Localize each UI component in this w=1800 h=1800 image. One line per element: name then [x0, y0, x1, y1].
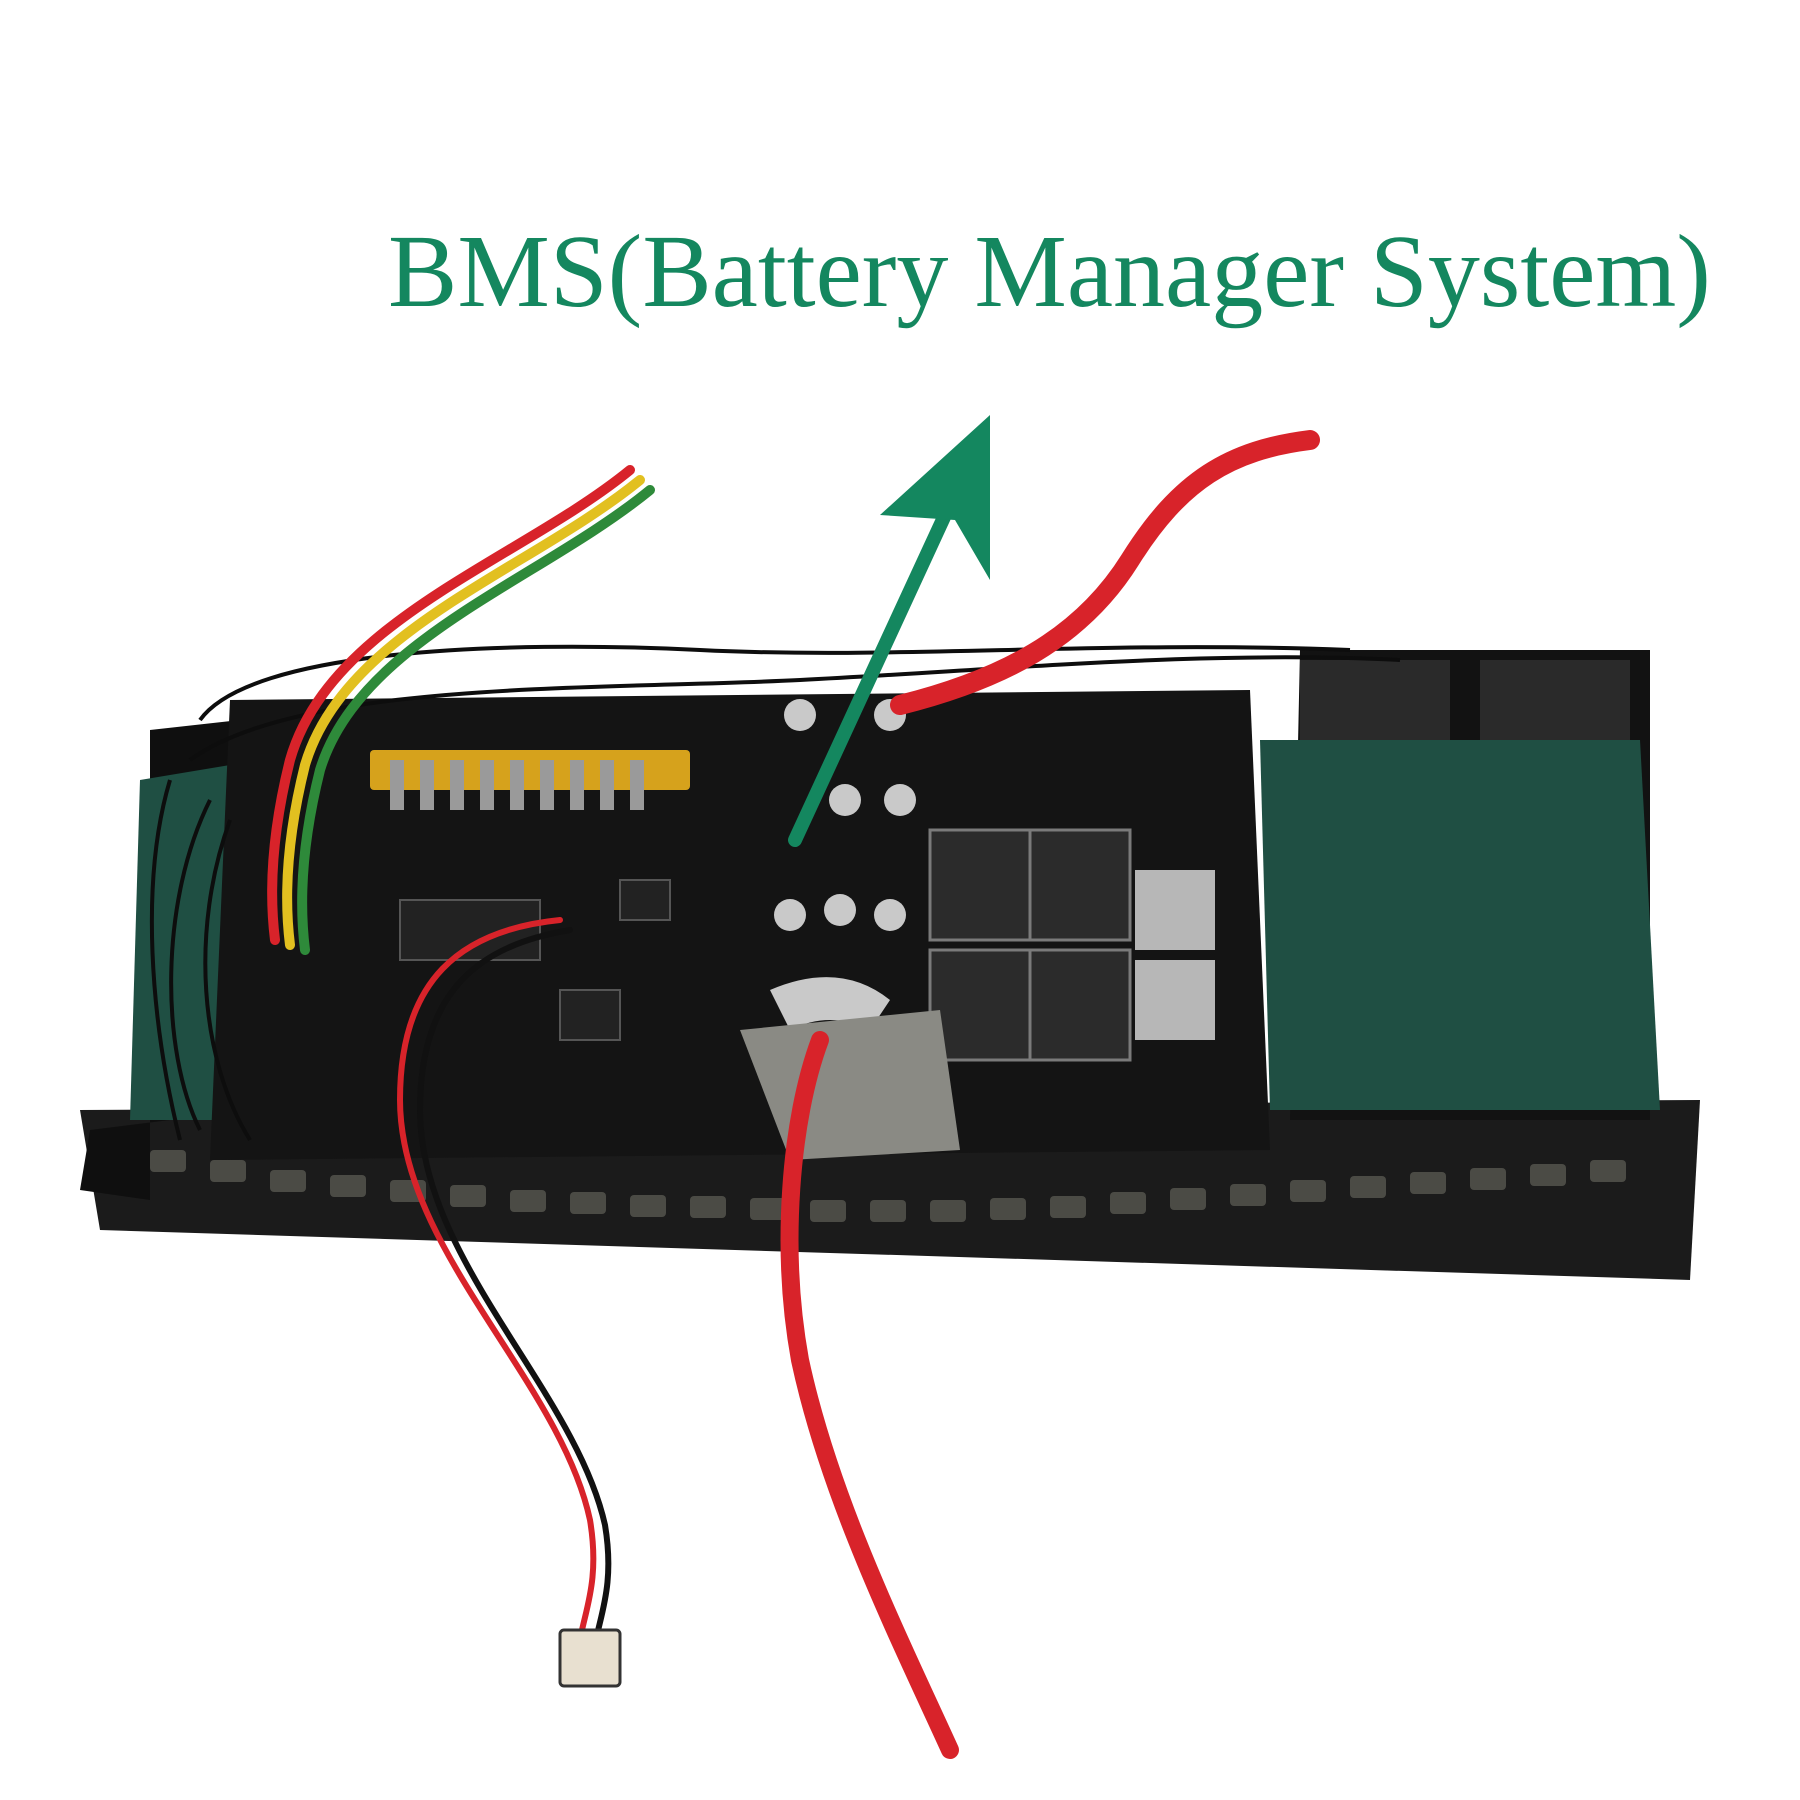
- sense-wires: [149, 644, 1401, 1142]
- solder-pads: [770, 699, 916, 1030]
- ic-chips: [399, 879, 671, 1041]
- right-cell-top: [1300, 660, 1450, 740]
- connector-pins: [390, 760, 644, 810]
- positive-power-wire: [890, 430, 1320, 715]
- jst-connector: [558, 1628, 622, 1688]
- thermistor-lead: [396, 917, 612, 1648]
- mosfet-array: [928, 828, 1215, 1062]
- signal-cable: [267, 465, 655, 955]
- caption-title: BMS(Battery Manager System): [388, 214, 1711, 329]
- pointer-arrow-icon: [788, 415, 990, 847]
- battery-insulation-wrap: [1260, 740, 1660, 1110]
- negative-power-wire: [780, 1031, 959, 1759]
